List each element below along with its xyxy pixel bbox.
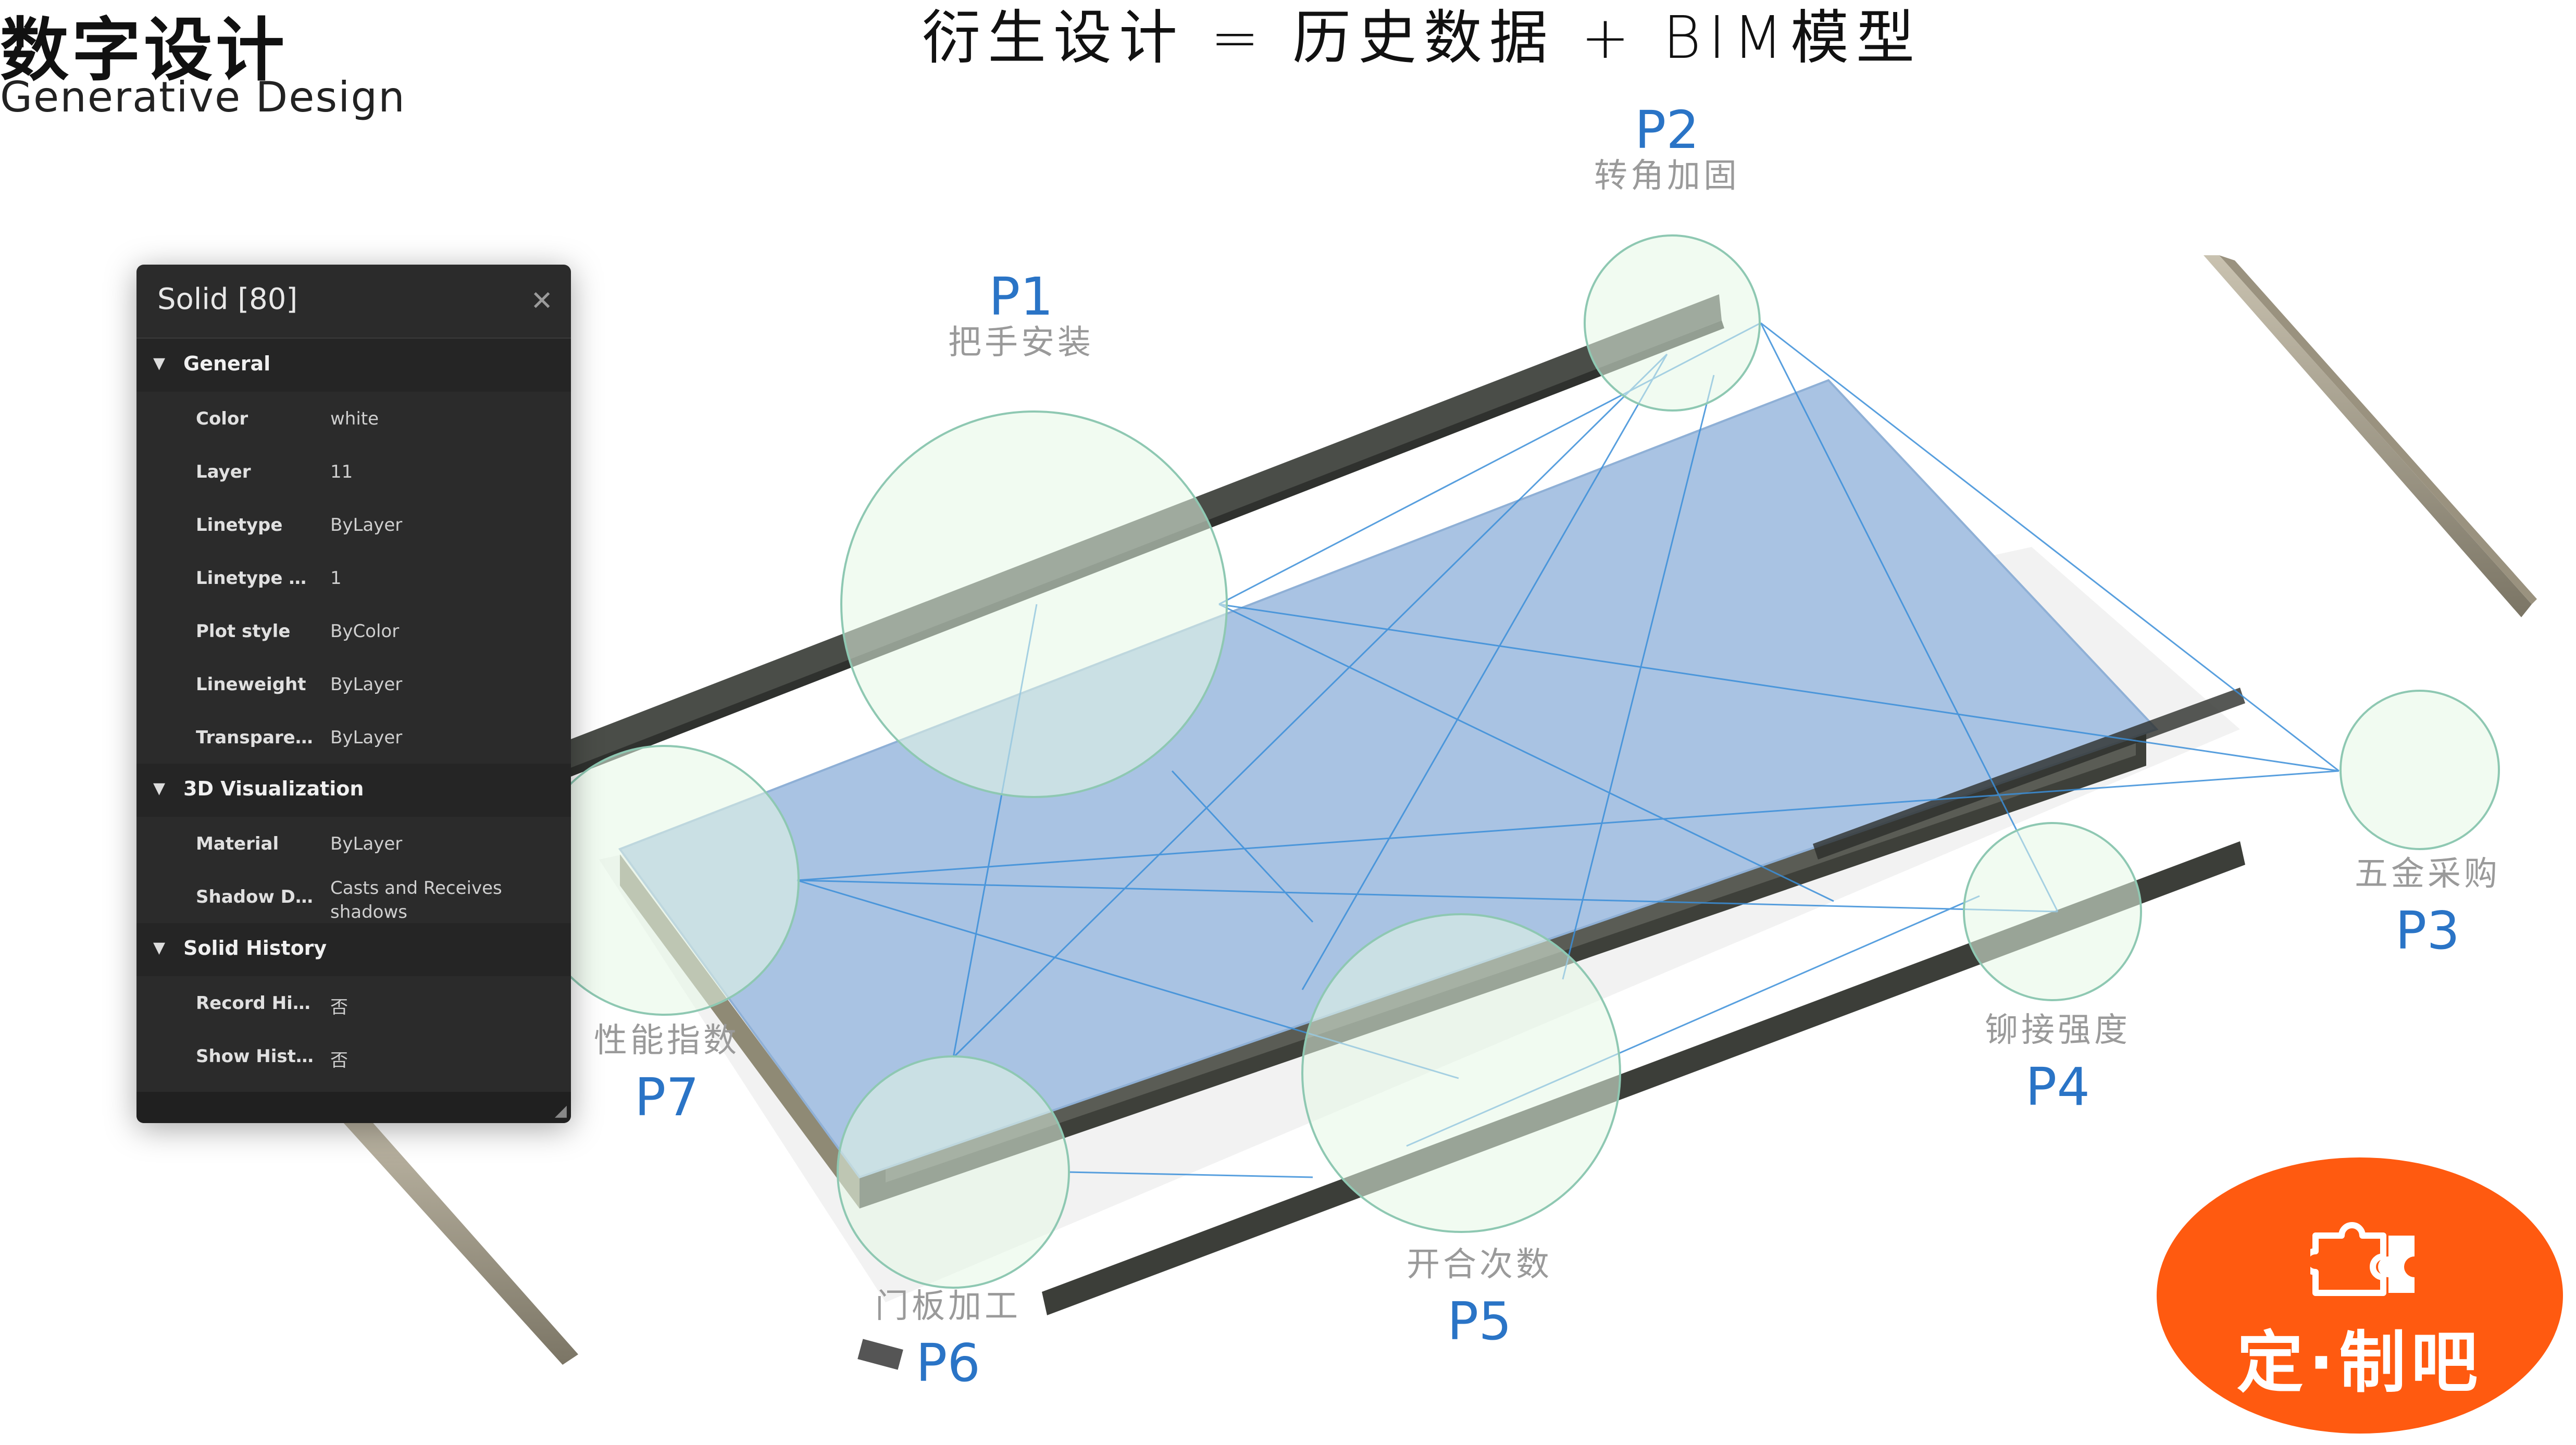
highlight-circles	[529, 234, 2500, 1289]
label-p3-name: 五金采购	[2355, 855, 2500, 893]
property-key: Show History	[196, 1046, 316, 1067]
right-bar	[2204, 255, 2532, 617]
circle-p3	[2339, 690, 2500, 850]
label-p7: 性能指数 P7	[531, 1021, 802, 1124]
resize-handle-icon[interactable]: ◢	[554, 1102, 567, 1120]
circle-p2	[1584, 234, 1761, 412]
label-p7-code: P7	[634, 1066, 699, 1128]
chevron-down-icon[interactable]: ▼	[153, 939, 166, 957]
property-row[interactable]: Linetype ByLayer	[136, 498, 571, 551]
brand-badge: 定·制吧	[2157, 1157, 2563, 1434]
circle-p4	[1963, 822, 2142, 1001]
property-value[interactable]: ByLayer	[330, 515, 403, 535]
label-p1-code: P1	[989, 266, 1053, 327]
right-bar-edge	[2219, 255, 2537, 604]
section-3d-visualization[interactable]: ▼ 3D Visualization	[136, 764, 571, 817]
label-p5-name: 开合次数	[1407, 1245, 1552, 1284]
label-p1-name: 把手安装	[948, 323, 1094, 362]
circle-p5	[1301, 913, 1621, 1233]
property-key: Shadow Disp...	[196, 887, 316, 907]
property-value[interactable]: 11	[330, 462, 353, 482]
property-row[interactable]: Shadow Disp... Casts and Receives shadows	[136, 870, 571, 923]
property-value[interactable]: ByColor	[330, 621, 400, 642]
panel-footer: ◢	[136, 1092, 571, 1123]
circle-p1	[840, 410, 1228, 798]
property-row[interactable]: Material ByLayer	[136, 817, 571, 870]
property-row[interactable]: Record Histo... 否	[136, 976, 571, 1029]
circle-p6	[837, 1055, 1070, 1289]
property-row[interactable]: Transparency ByLayer	[136, 711, 571, 764]
label-p7-name: 性能指数	[594, 1022, 740, 1060]
hardware-bracket	[857, 1339, 903, 1370]
property-value[interactable]: 否	[330, 997, 348, 1018]
property-row[interactable]: Plot style ByColor	[136, 604, 571, 657]
label-p4: 铆接强度 P4	[1922, 1011, 2193, 1113]
label-p2-code: P2	[1635, 99, 1699, 160]
label-p6: 门板加工 P6	[813, 1287, 1084, 1389]
property-key: Layer	[196, 462, 251, 482]
property-key: Linetype	[196, 515, 283, 535]
panel-title: Solid [80]	[157, 282, 298, 316]
label-p4-name: 铆接强度	[1985, 1011, 2131, 1050]
label-p2-name: 转角加固	[1594, 157, 1740, 195]
property-value[interactable]: ByLayer	[330, 833, 403, 854]
property-row[interactable]: Show History 否	[136, 1029, 571, 1082]
left-bar	[313, 1078, 578, 1365]
panel-header: Solid [80] ✕	[136, 265, 571, 339]
chevron-down-icon[interactable]: ▼	[153, 779, 166, 798]
property-row[interactable]: Layer 11	[136, 445, 571, 498]
label-p5-code: P5	[1447, 1290, 1512, 1352]
label-p5: 开合次数 P5	[1344, 1245, 1615, 1348]
property-value[interactable]: 1	[330, 568, 342, 589]
chevron-down-icon[interactable]: ▼	[153, 354, 166, 372]
brand-subtitle: Generative Design	[0, 73, 406, 121]
section-general[interactable]: ▼ General	[136, 339, 571, 392]
brand-title: 数字设计	[0, 10, 288, 91]
label-p3: 五金采购 P3	[2292, 854, 2563, 957]
section-3d-visualization-label: 3D Visualization	[183, 777, 364, 800]
label-p3-code: P3	[2395, 900, 2460, 961]
property-row[interactable]: Lineweight ByLayer	[136, 657, 571, 711]
property-key: Material	[196, 833, 279, 854]
property-row[interactable]: Color white	[136, 392, 571, 445]
label-p1: P1 把手安装	[886, 271, 1156, 363]
property-value[interactable]: ByLayer	[330, 674, 403, 695]
property-key: Linetype scale	[196, 568, 316, 589]
badge-text: 定·制吧	[2236, 1324, 2483, 1402]
label-p6-name: 门板加工	[875, 1287, 1021, 1326]
property-key: Lineweight	[196, 674, 306, 695]
property-key: Plot style	[196, 621, 291, 642]
puzzle-icon	[2310, 1222, 2415, 1296]
property-key: Color	[196, 408, 248, 429]
property-value[interactable]: 否	[330, 1050, 348, 1071]
label-p6-code: P6	[916, 1332, 980, 1393]
side-rail	[1813, 688, 2245, 859]
label-p2: P2 转角加固	[1532, 104, 1802, 196]
property-value[interactable]: white	[330, 408, 379, 429]
property-value[interactable]: ByLayer	[330, 727, 403, 748]
property-key: Transparency	[196, 727, 316, 748]
section-general-label: General	[183, 352, 271, 375]
section-solid-history[interactable]: ▼ Solid History	[136, 923, 571, 976]
properties-panel[interactable]: Solid [80] ✕ ▼ General Color white Layer 1…	[136, 265, 571, 1123]
section-solid-history-label: Solid History	[183, 937, 327, 960]
bottom-rail	[1042, 841, 2245, 1315]
label-p4-code: P4	[2025, 1056, 2090, 1117]
property-value[interactable]: Casts and Receives shadows	[330, 878, 502, 923]
property-row[interactable]: Linetype scale 1	[136, 551, 571, 604]
property-key: Record Histo...	[196, 993, 316, 1014]
close-icon[interactable]: ✕	[530, 285, 553, 317]
headline: 衍生设计 = 历史数据 + BIM模型	[922, 4, 1922, 72]
